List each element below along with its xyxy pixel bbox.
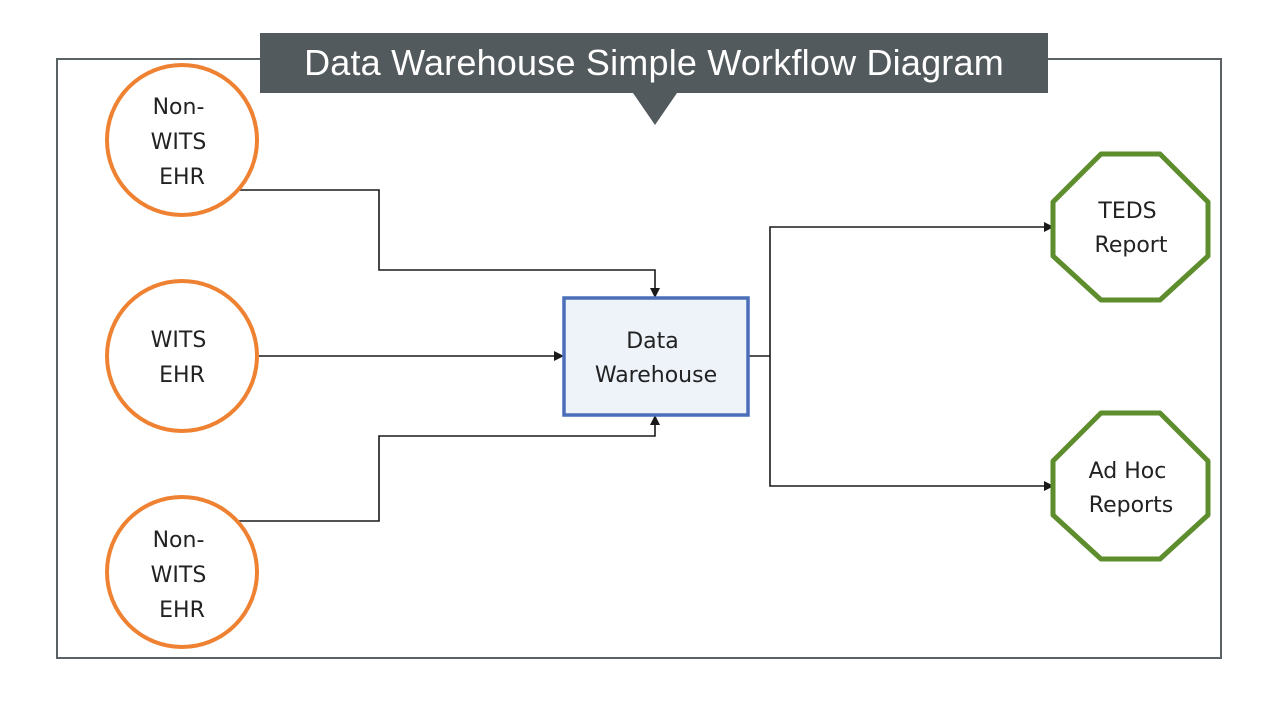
output-label-line: Report [1095,233,1168,258]
source-node-non-wits-ehr-bottom: Non- WITS EHR [105,495,259,649]
output-label-line: Ad Hoc [1089,459,1167,484]
connectors [236,189,1054,522]
svg-text:Non- WITS EHR: Non- WITS EHR [151,528,214,623]
source-label-line: WITS [151,328,207,353]
svg-text:Non- WITS EHR: Non- WITS EHR [151,95,214,190]
hub-node-data-warehouse: Data Warehouse [562,296,750,417]
output-node-ad-hoc-reports: Ad Hoc Reports [1050,410,1211,562]
connector-hub-to-teds [769,222,1054,356]
svg-text:Data Warehouse: Data Warehouse [595,329,717,388]
svg-text:WITS EHR: WITS EHR [151,328,214,388]
source-label-line: EHR [159,165,205,190]
source-node-non-wits-ehr-top: Non- WITS EHR [105,63,259,217]
output-label-line: Reports [1089,493,1173,518]
source-label-line: EHR [159,363,205,388]
source-label-line: Non- [153,528,205,553]
source-label-line: Non- [153,95,205,120]
diagram-title: Data Warehouse Simple Workflow Diagram [304,42,1004,83]
source-node-wits-ehr: WITS EHR [105,279,259,433]
hub-label-line: Data [626,329,679,354]
banner-pointer-arrow [633,93,677,125]
svg-text:TEDS Report: TEDS Report [1095,199,1168,258]
hub-label-line: Warehouse [595,363,717,388]
source-label-line: WITS [151,130,207,155]
source-label-line: EHR [159,598,205,623]
output-node-teds-report: TEDS Report [1050,151,1211,303]
connector-hub-to-adhoc [769,356,1054,491]
connector-source1-to-hub [236,189,660,298]
svg-text:Ad Hoc Reports: Ad Hoc Reports [1089,459,1174,518]
source-label-line: WITS [151,563,207,588]
output-label-line: TEDS [1097,199,1156,224]
connector-source3-to-hub [238,415,660,522]
diagram-title-banner: Data Warehouse Simple Workflow Diagram [260,33,1048,93]
